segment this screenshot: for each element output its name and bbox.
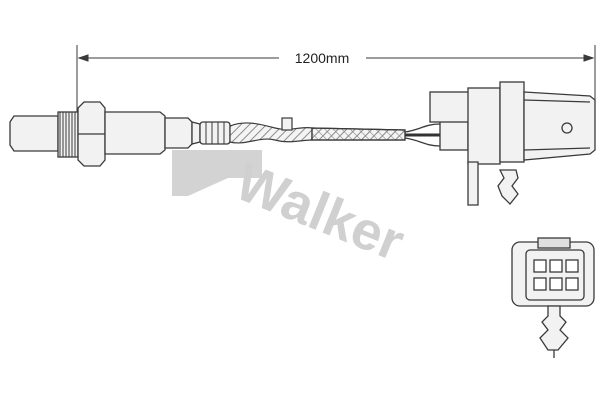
mount-hole bbox=[561, 122, 573, 134]
connector-shell bbox=[499, 81, 525, 163]
connector-wires bbox=[404, 123, 441, 147]
front-push-pin bbox=[539, 305, 569, 351]
sensor-tip bbox=[9, 115, 59, 152]
walker-watermark-logo: Walker bbox=[172, 150, 412, 273]
push-pin-clip bbox=[497, 169, 519, 205]
dimension-label: 1200mm bbox=[279, 50, 365, 66]
connector-pins bbox=[533, 259, 579, 291]
sensor-probe bbox=[9, 101, 231, 167]
sensor-grommet bbox=[199, 121, 231, 145]
connector-front-latch bbox=[537, 237, 571, 249]
watermark-text: Walker bbox=[228, 151, 413, 272]
cable-clip bbox=[281, 117, 293, 131]
cable-clip-left bbox=[467, 161, 479, 206]
connector-front-view bbox=[511, 237, 595, 358]
braided-cable bbox=[229, 117, 406, 144]
sensor-barrel bbox=[104, 111, 166, 155]
connector-housing bbox=[467, 87, 501, 165]
connector-mount-plate bbox=[523, 91, 596, 161]
connector-side-view bbox=[429, 81, 596, 206]
connector-collar bbox=[439, 117, 469, 151]
